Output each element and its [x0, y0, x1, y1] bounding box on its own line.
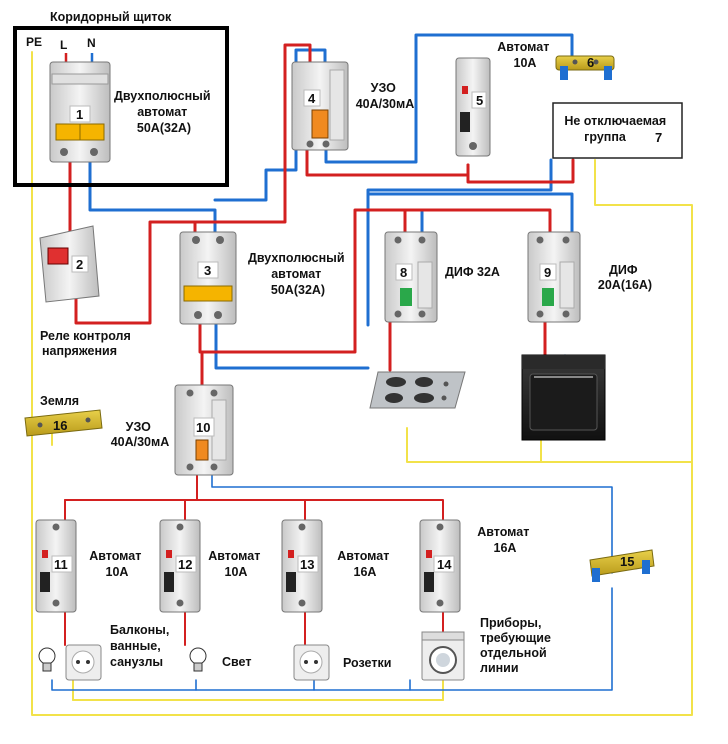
socket-icon — [65, 644, 102, 681]
terminal-n: N — [87, 36, 96, 50]
rcd-10: 10 — [174, 384, 234, 476]
breaker-3: 3 — [179, 231, 237, 325]
device-number-13: 13 — [300, 557, 314, 572]
device-number-10: 10 — [196, 420, 210, 435]
terminal-pe: PE — [26, 35, 42, 49]
bulb-icon — [38, 647, 56, 672]
busbar-15: 15 — [589, 549, 655, 582]
busbar-6: 6 — [555, 55, 615, 80]
corridor-panel-frame — [13, 26, 229, 187]
earth-16-label: Земля — [40, 394, 79, 408]
socket-icon — [293, 644, 330, 681]
unswitched-group-box — [552, 102, 683, 159]
breaker-12: 12 — [159, 519, 201, 613]
rcd-10-label: УЗО 40А/30мА — [111, 420, 170, 449]
device-number-9: 9 — [544, 265, 551, 280]
device-number-6: 6 — [587, 55, 594, 70]
device-number-2: 2 — [76, 257, 83, 272]
sockets-load-label: Розетки — [343, 656, 391, 670]
breaker-13: 13 — [281, 519, 323, 613]
relay-2-label: Реле контроля напряжения — [40, 329, 134, 358]
breaker-3-label: Двухполюсный автомат 50А(32А) — [248, 251, 348, 297]
bulb-icon — [189, 647, 207, 672]
breaker-11: 11 — [35, 519, 77, 613]
group-7-label: Не отключаемая группа — [564, 114, 669, 144]
device-number-7: 7 — [655, 130, 662, 145]
breaker-1-label: Двухполюсный автомат 50А(32А) — [114, 89, 214, 135]
terminal-l: L — [60, 38, 67, 52]
built-in-oven — [521, 354, 606, 441]
device-number-3: 3 — [204, 263, 211, 278]
device-number-5: 5 — [476, 93, 483, 108]
device-number-1: 1 — [76, 107, 83, 122]
device-number-14: 14 — [437, 557, 452, 572]
devices-load-label: Приборы, требующие отдельной линии — [480, 616, 554, 675]
device-number-4: 4 — [308, 91, 316, 106]
phase-wires — [68, 43, 575, 387]
breaker-12-label: Автомат 10А — [208, 549, 264, 579]
rcbo-8: 8 — [384, 231, 438, 323]
breaker-14: 14 — [419, 519, 461, 613]
earth-wires — [31, 51, 693, 716]
earth-bus-16: 16 — [24, 409, 103, 437]
neutral-wires-thin — [51, 354, 613, 691]
neutral-wires — [88, 33, 574, 370]
breaker-5-label: Автомат 10А — [497, 40, 553, 70]
breaker-13-label: Автомат 16А — [337, 549, 393, 579]
device-number-8: 8 — [400, 265, 407, 280]
voltage-relay-2: 2 — [39, 225, 100, 303]
rcbo-8-label: ДИФ 32А — [445, 265, 500, 279]
light-load-label: Свет — [222, 655, 251, 669]
electric-hob — [369, 371, 466, 409]
device-number-12: 12 — [178, 557, 192, 572]
balcony-load-label: Балконы, ванные, санузлы — [110, 623, 173, 669]
breaker-14-label: Автомат 16А — [477, 525, 533, 555]
rcd-4-label: УЗО 40А/30мА — [356, 81, 415, 111]
breaker-5: 5 — [455, 57, 491, 157]
rcbo-9: 9 — [527, 231, 581, 323]
rcd-4: 4 — [291, 61, 349, 151]
washing-machine-icon — [421, 631, 465, 681]
device-number-16: 16 — [53, 418, 67, 433]
device-number-15: 15 — [620, 554, 634, 569]
device-number-11: 11 — [54, 557, 68, 572]
panel-title: Коридорный щиток — [50, 10, 172, 24]
rcbo-9-label: ДИФ 20А(16А) — [598, 263, 652, 292]
phase-wires-thin — [64, 474, 444, 646]
breaker-11-label: Автомат 10А — [89, 549, 145, 579]
breaker-1: 1 — [49, 61, 111, 163]
